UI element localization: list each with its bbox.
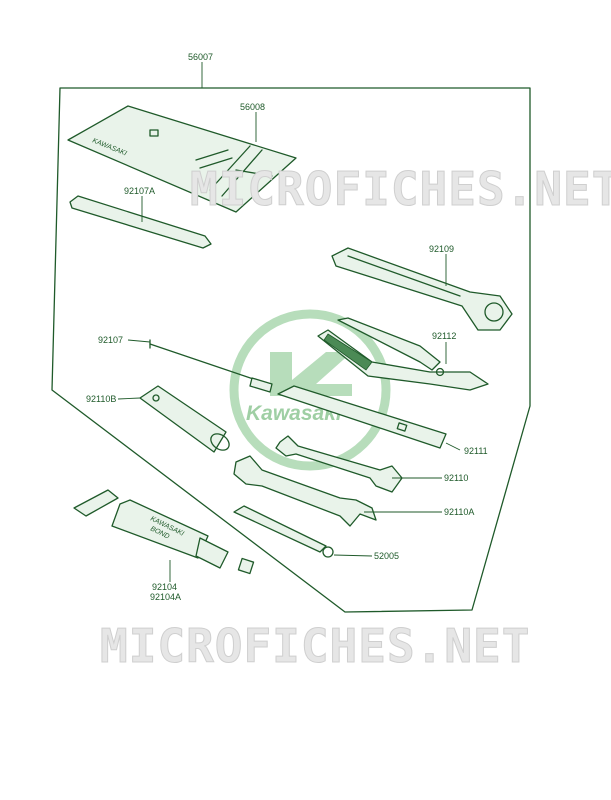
screwdriver bbox=[149, 339, 273, 393]
leader-lines bbox=[117, 62, 461, 582]
label-92110B: 92110B bbox=[86, 394, 116, 404]
label-92107A: 92107A bbox=[124, 186, 155, 196]
screwdriver-blade bbox=[69, 195, 212, 249]
label-92111: 92111 bbox=[464, 446, 488, 456]
label-56008: 56008 bbox=[240, 102, 265, 112]
kit-boundary-outline bbox=[51, 87, 531, 613]
label-52005: 52005 bbox=[374, 551, 399, 561]
pliers bbox=[317, 317, 489, 391]
handle-bar bbox=[277, 385, 447, 449]
label-56007: 56007 bbox=[188, 52, 213, 62]
driver-handle bbox=[233, 505, 334, 558]
watermark-top: MICROFICHES.NET bbox=[190, 162, 611, 216]
watermark-bottom: MICROFICHES.NET bbox=[100, 619, 530, 673]
part-labels: 56007 56008 92107A 92109 92112 92107 921… bbox=[86, 52, 488, 602]
bond-tube: KAWASAKI BOND bbox=[73, 489, 255, 575]
plug-wrench bbox=[139, 385, 230, 453]
label-92110: 92110 bbox=[444, 473, 468, 483]
label-92104A: 92104A bbox=[150, 592, 181, 602]
open-end-wrench-a bbox=[233, 455, 377, 527]
label-92112: 92112 bbox=[432, 331, 456, 341]
kawasaki-logo: Kawasaki bbox=[229, 309, 391, 471]
label-92104: 92104 bbox=[152, 582, 177, 592]
label-92107: 92107 bbox=[98, 335, 123, 345]
label-92109: 92109 bbox=[429, 244, 454, 254]
label-92110A: 92110A bbox=[444, 507, 474, 517]
tool-pouch: KAWASAKI bbox=[67, 105, 297, 213]
ring-wrench bbox=[331, 247, 513, 331]
open-end-wrench bbox=[275, 435, 403, 493]
